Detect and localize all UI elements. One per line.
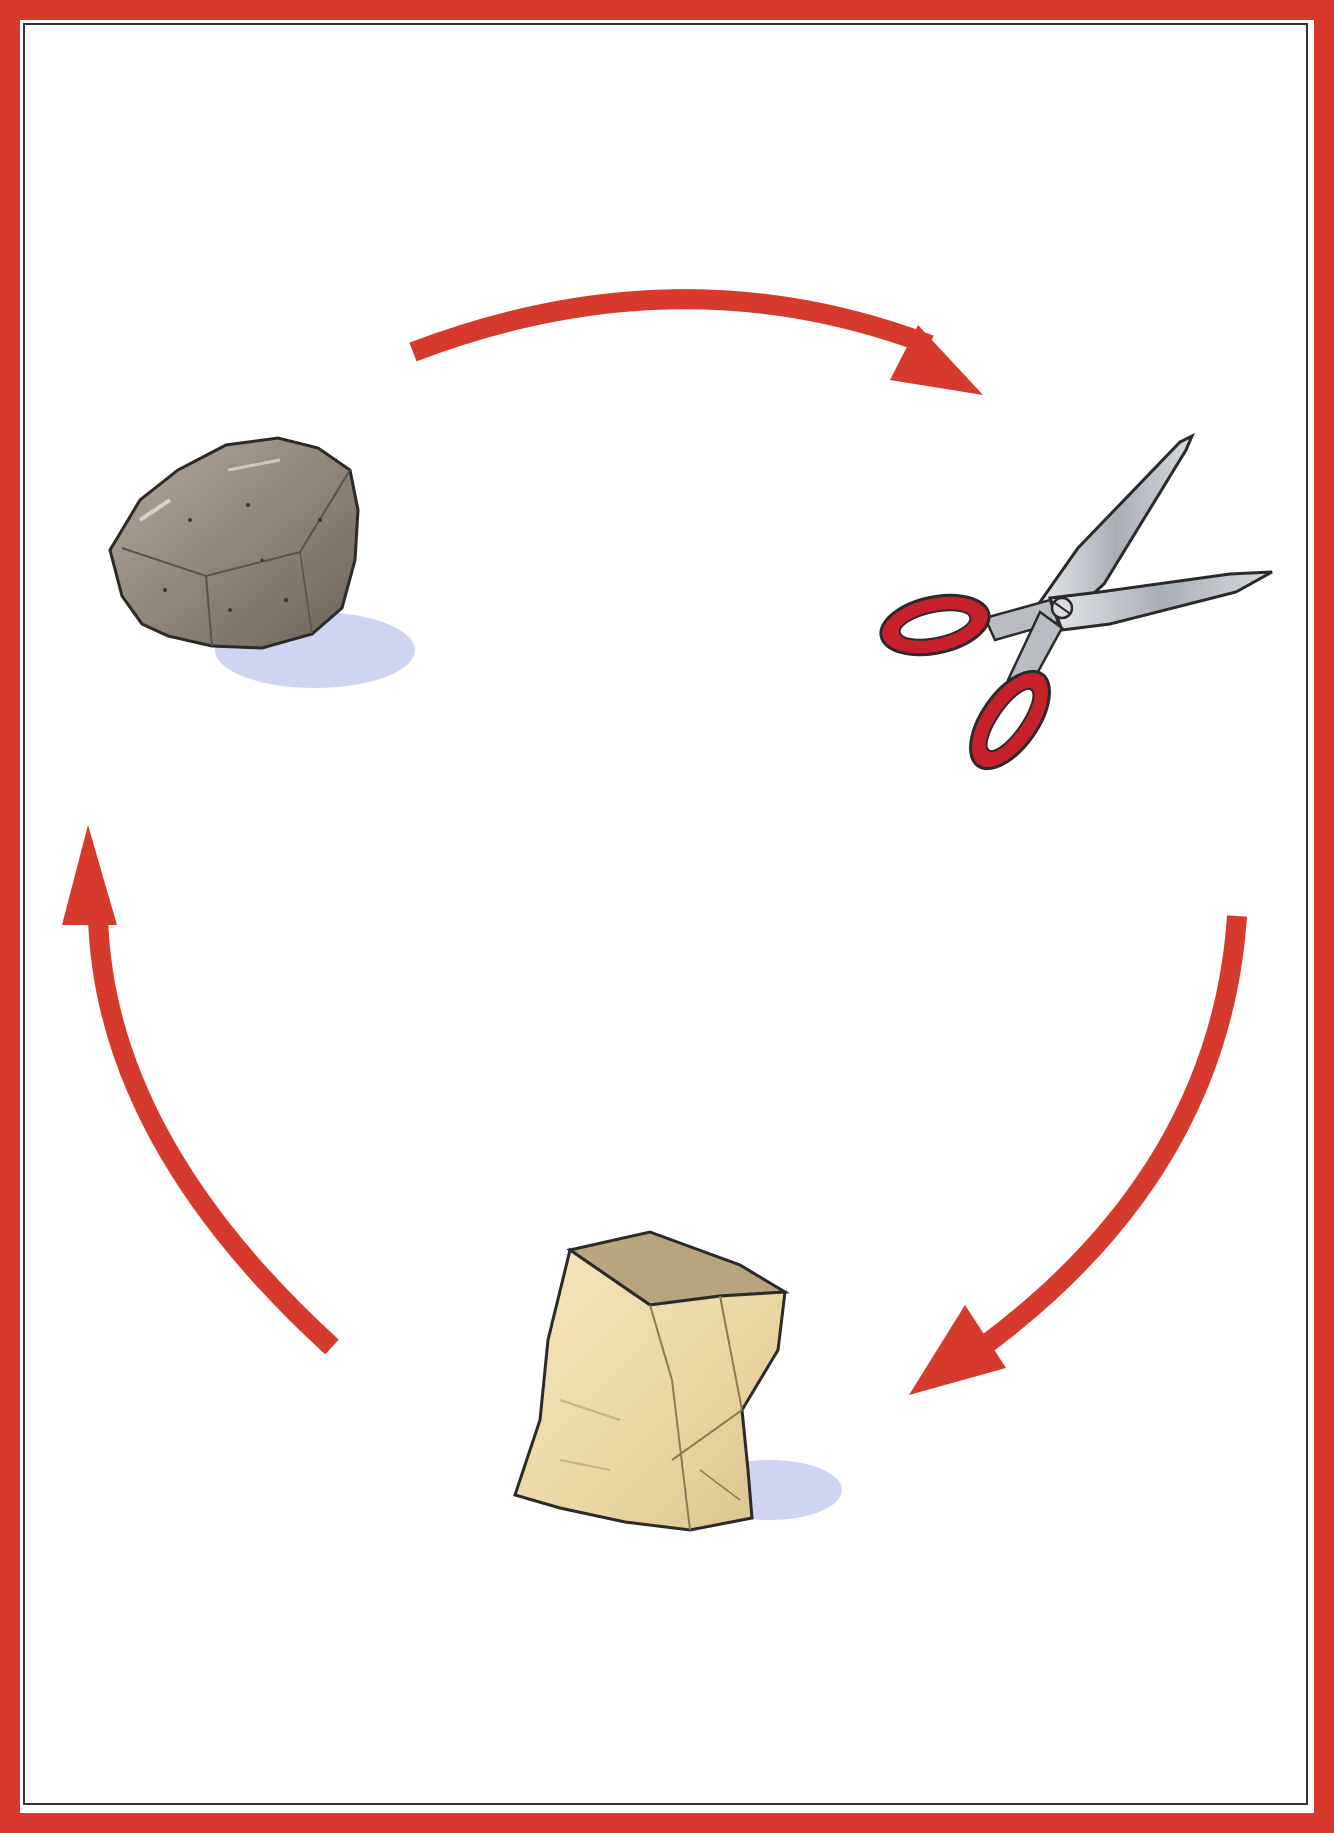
paper-bag-icon xyxy=(515,1232,842,1530)
arrow-scissors-to-paper xyxy=(909,916,1237,1395)
scissors-icon xyxy=(875,436,1272,782)
arrow-paper-to-rock xyxy=(62,825,332,1347)
rock-icon xyxy=(110,438,415,688)
scissors-handle-top xyxy=(875,586,994,664)
arrow-rock-to-scissors xyxy=(413,299,983,395)
